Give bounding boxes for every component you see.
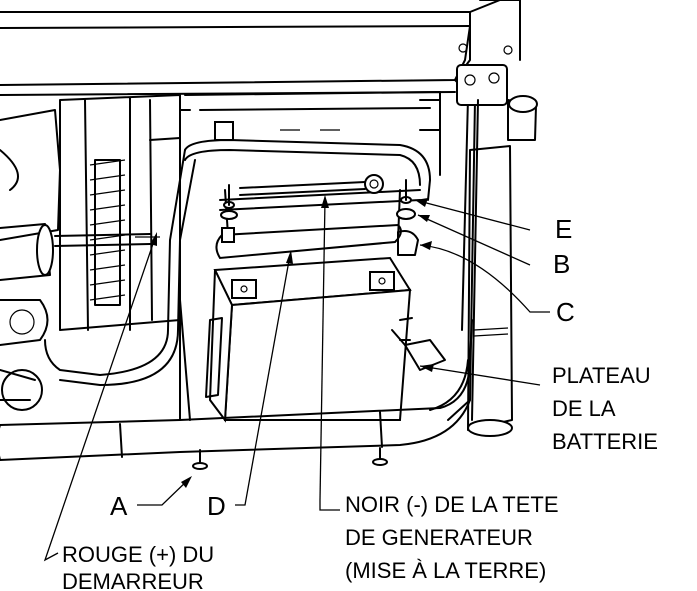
- leader-lines: [43, 195, 550, 562]
- ground-cable: [239, 174, 384, 196]
- callout-b: B: [553, 249, 570, 279]
- hold-down-bar: [215, 179, 421, 260]
- label-rouge-line1: ROUGE (+) DU: [62, 542, 214, 567]
- callout-c: C: [556, 297, 575, 327]
- callout-e: E: [555, 214, 572, 244]
- label-plateau-line3: BATTERIE: [552, 429, 658, 454]
- noir-leader-bracket: [319, 500, 340, 511]
- label-plateau-line1: PLATEAU: [552, 363, 651, 388]
- engine-starter: [0, 94, 191, 411]
- label-rouge-line2: DEMARREUR: [62, 569, 204, 591]
- label-noir-line3: (MISE À LA TERRE): [345, 558, 546, 583]
- battery-tray-bracket: [44, 91, 441, 421]
- callout-d: D: [207, 491, 226, 521]
- right-frame-posts: [447, 64, 538, 437]
- callout-a: A: [110, 491, 128, 521]
- label-noir-line1: NOIR (-) DE LA TETE: [345, 492, 559, 517]
- battery: [205, 256, 413, 423]
- top-frame: [0, 0, 521, 96]
- label-noir-line2: DE GENERATEUR: [345, 525, 533, 550]
- lower-tube-frame: [0, 319, 473, 470]
- label-plateau-line2: DE LA: [552, 396, 616, 421]
